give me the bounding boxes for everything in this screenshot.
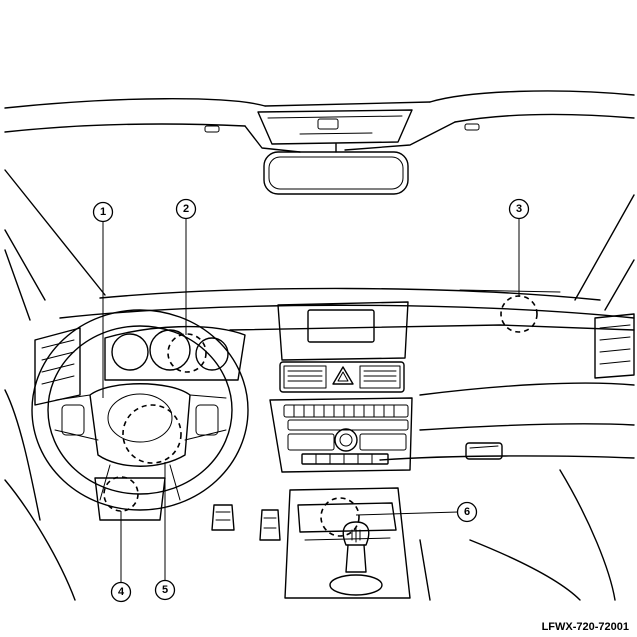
location-marker-2 [167,333,207,373]
leader-line-6 [355,511,459,516]
dashboard [59,287,635,461]
location-marker-6 [320,497,360,537]
location-marker-4 [103,476,139,512]
glove-box [465,442,503,460]
leader-lines [102,219,520,582]
gear-shifter [329,521,383,596]
center-display [277,301,409,361]
callout-2: 2 [175,198,197,220]
svg-text:2: 2 [183,203,189,215]
headliner [4,90,635,153]
left-side-vent [34,327,81,406]
svg-text:1: 1 [100,206,106,218]
diagram-code-label: LFWX-720-72001 [541,621,629,633]
instrument-cluster [104,325,246,381]
callout-6: 6 [456,501,478,523]
center-vents [279,361,405,393]
steering-wheel [31,309,249,511]
callout-1: 1 [92,201,114,223]
svg-text:6: 6 [464,506,470,518]
center-console [284,487,411,599]
callout-4: 4 [110,581,132,603]
overhead-console [257,109,413,145]
steering-column [94,477,166,521]
right-side-vent [594,313,635,379]
svg-text:4: 4 [118,586,125,598]
callout-5: 5 [154,579,176,601]
svg-text:3: 3 [516,203,522,215]
sun-visor-clip-right [464,123,480,131]
svg-text:5: 5 [162,584,168,596]
callout-3: 3 [508,198,530,220]
a-pillar-left [4,169,106,321]
rear-view-mirror [263,143,409,195]
location-marker-5 [122,404,182,464]
pedals [211,504,281,541]
seat-outlines [4,389,616,601]
a-pillar-right [574,194,635,311]
audio-climate-panel [269,397,413,473]
sun-visor-clip-left [204,125,220,133]
